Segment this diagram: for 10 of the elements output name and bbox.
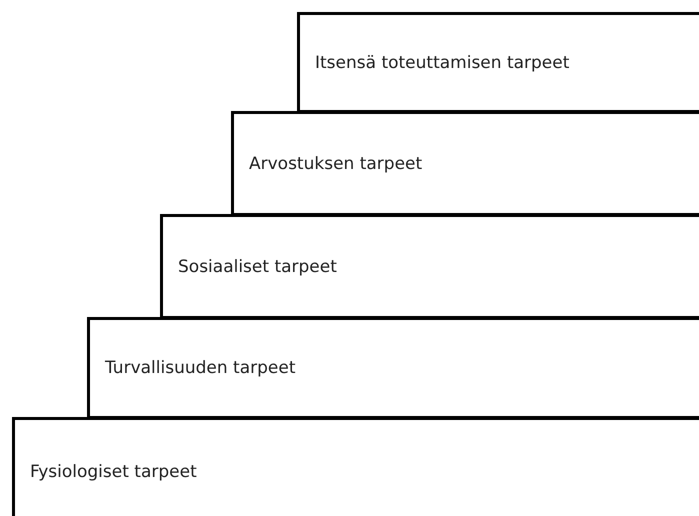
pyramid-step <box>160 214 699 319</box>
step-label: Turvallisuuden tarpeet <box>105 358 296 378</box>
step-label: Sosiaaliset tarpeet <box>178 256 337 276</box>
step-label: Arvostuksen tarpeet <box>249 154 422 174</box>
step-label: Fysiologiset tarpeet <box>30 462 197 482</box>
pyramid-step <box>297 12 699 113</box>
pyramid-step <box>12 417 699 516</box>
pyramid-step <box>231 111 699 216</box>
pyramid-step <box>87 317 699 419</box>
step-label: Itsensä toteuttamisen tarpeet <box>315 52 570 72</box>
